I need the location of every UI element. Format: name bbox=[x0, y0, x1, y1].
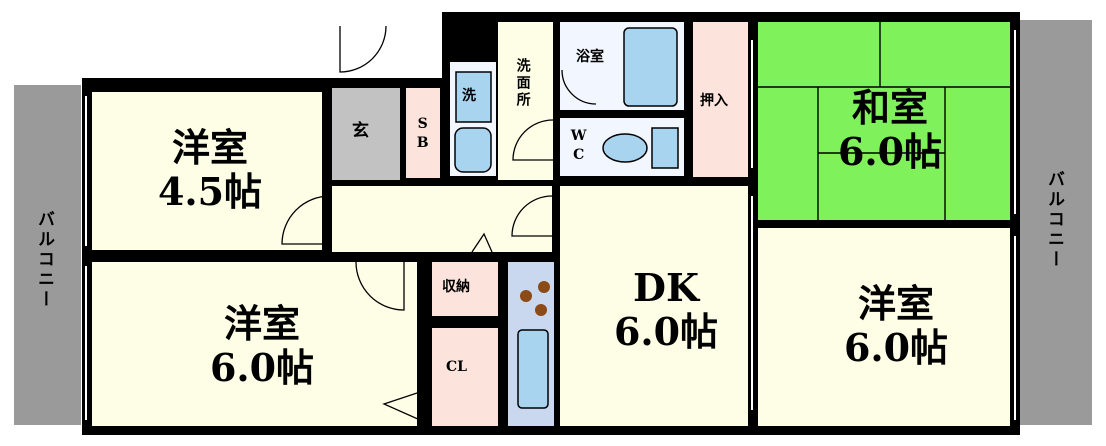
room-western-6-left bbox=[92, 262, 417, 426]
room-name: DK bbox=[633, 265, 699, 310]
room-western-6-right-label: 洋室 6.0帖 bbox=[806, 282, 986, 369]
room-western-6-right bbox=[758, 228, 1010, 426]
room-size: 6.0帖 bbox=[209, 344, 315, 390]
bathtub-icon bbox=[623, 27, 678, 107]
shoe-box bbox=[406, 88, 440, 178]
room-japanese bbox=[758, 22, 1010, 220]
closet-oshiire bbox=[693, 22, 748, 177]
burner-icon bbox=[538, 281, 550, 293]
room-size: 6.0帖 bbox=[613, 308, 719, 354]
toilet-label: WC bbox=[570, 128, 587, 166]
tatami-lines bbox=[758, 22, 1010, 220]
room-name: 洋室 bbox=[223, 301, 300, 346]
washing-machine-icon bbox=[455, 71, 492, 123]
room-western-4-5-label: 洋室 4.5帖 bbox=[120, 126, 300, 213]
closet-oshiire-label: 押入 bbox=[700, 93, 728, 109]
balcony-left bbox=[14, 85, 81, 425]
burner-icon bbox=[520, 290, 532, 302]
room-name: 和室 bbox=[851, 85, 928, 130]
room-size: 6.0帖 bbox=[843, 324, 949, 370]
wash-basin-icon bbox=[454, 127, 492, 173]
balcony-right-label: バルコニー bbox=[1044, 170, 1065, 270]
room-japanese-label: 和室 6.0帖 bbox=[800, 86, 980, 173]
washroom-label: 洗面所 bbox=[514, 57, 531, 109]
room-dk-label: DK 6.0帖 bbox=[576, 266, 756, 353]
storage-label: 収納 bbox=[442, 279, 470, 295]
room-size: 6.0帖 bbox=[837, 128, 943, 174]
burner-icon bbox=[535, 304, 547, 316]
kitchen-sink-icon bbox=[517, 329, 549, 409]
room-name: 洋室 bbox=[171, 125, 248, 170]
balcony-right bbox=[1020, 20, 1092, 425]
storage bbox=[432, 262, 498, 316]
room-dk bbox=[560, 186, 748, 426]
closet-cl bbox=[432, 328, 498, 426]
room-western-4-5 bbox=[92, 92, 322, 250]
washroom bbox=[498, 22, 553, 180]
windows bbox=[85, 30, 1016, 420]
door-swings bbox=[281, 25, 597, 422]
washing-machine-label: 洗 bbox=[462, 88, 476, 104]
bathroom-label: 浴室 bbox=[576, 49, 604, 65]
room-name: 洋室 bbox=[857, 281, 934, 326]
shoe-box-label: SB bbox=[414, 116, 431, 154]
toilet-bowl-icon bbox=[602, 133, 648, 163]
room-western-6-left-label: 洋室 6.0帖 bbox=[172, 302, 352, 389]
toilet-tank-icon bbox=[651, 127, 679, 169]
closet-cl-label: CL bbox=[446, 359, 467, 375]
room-size: 4.5帖 bbox=[157, 168, 263, 214]
entrance bbox=[332, 88, 400, 180]
balcony-left-label: バルコニー bbox=[34, 210, 55, 310]
entrance-label: 玄 bbox=[352, 121, 369, 141]
hallway bbox=[332, 186, 552, 252]
